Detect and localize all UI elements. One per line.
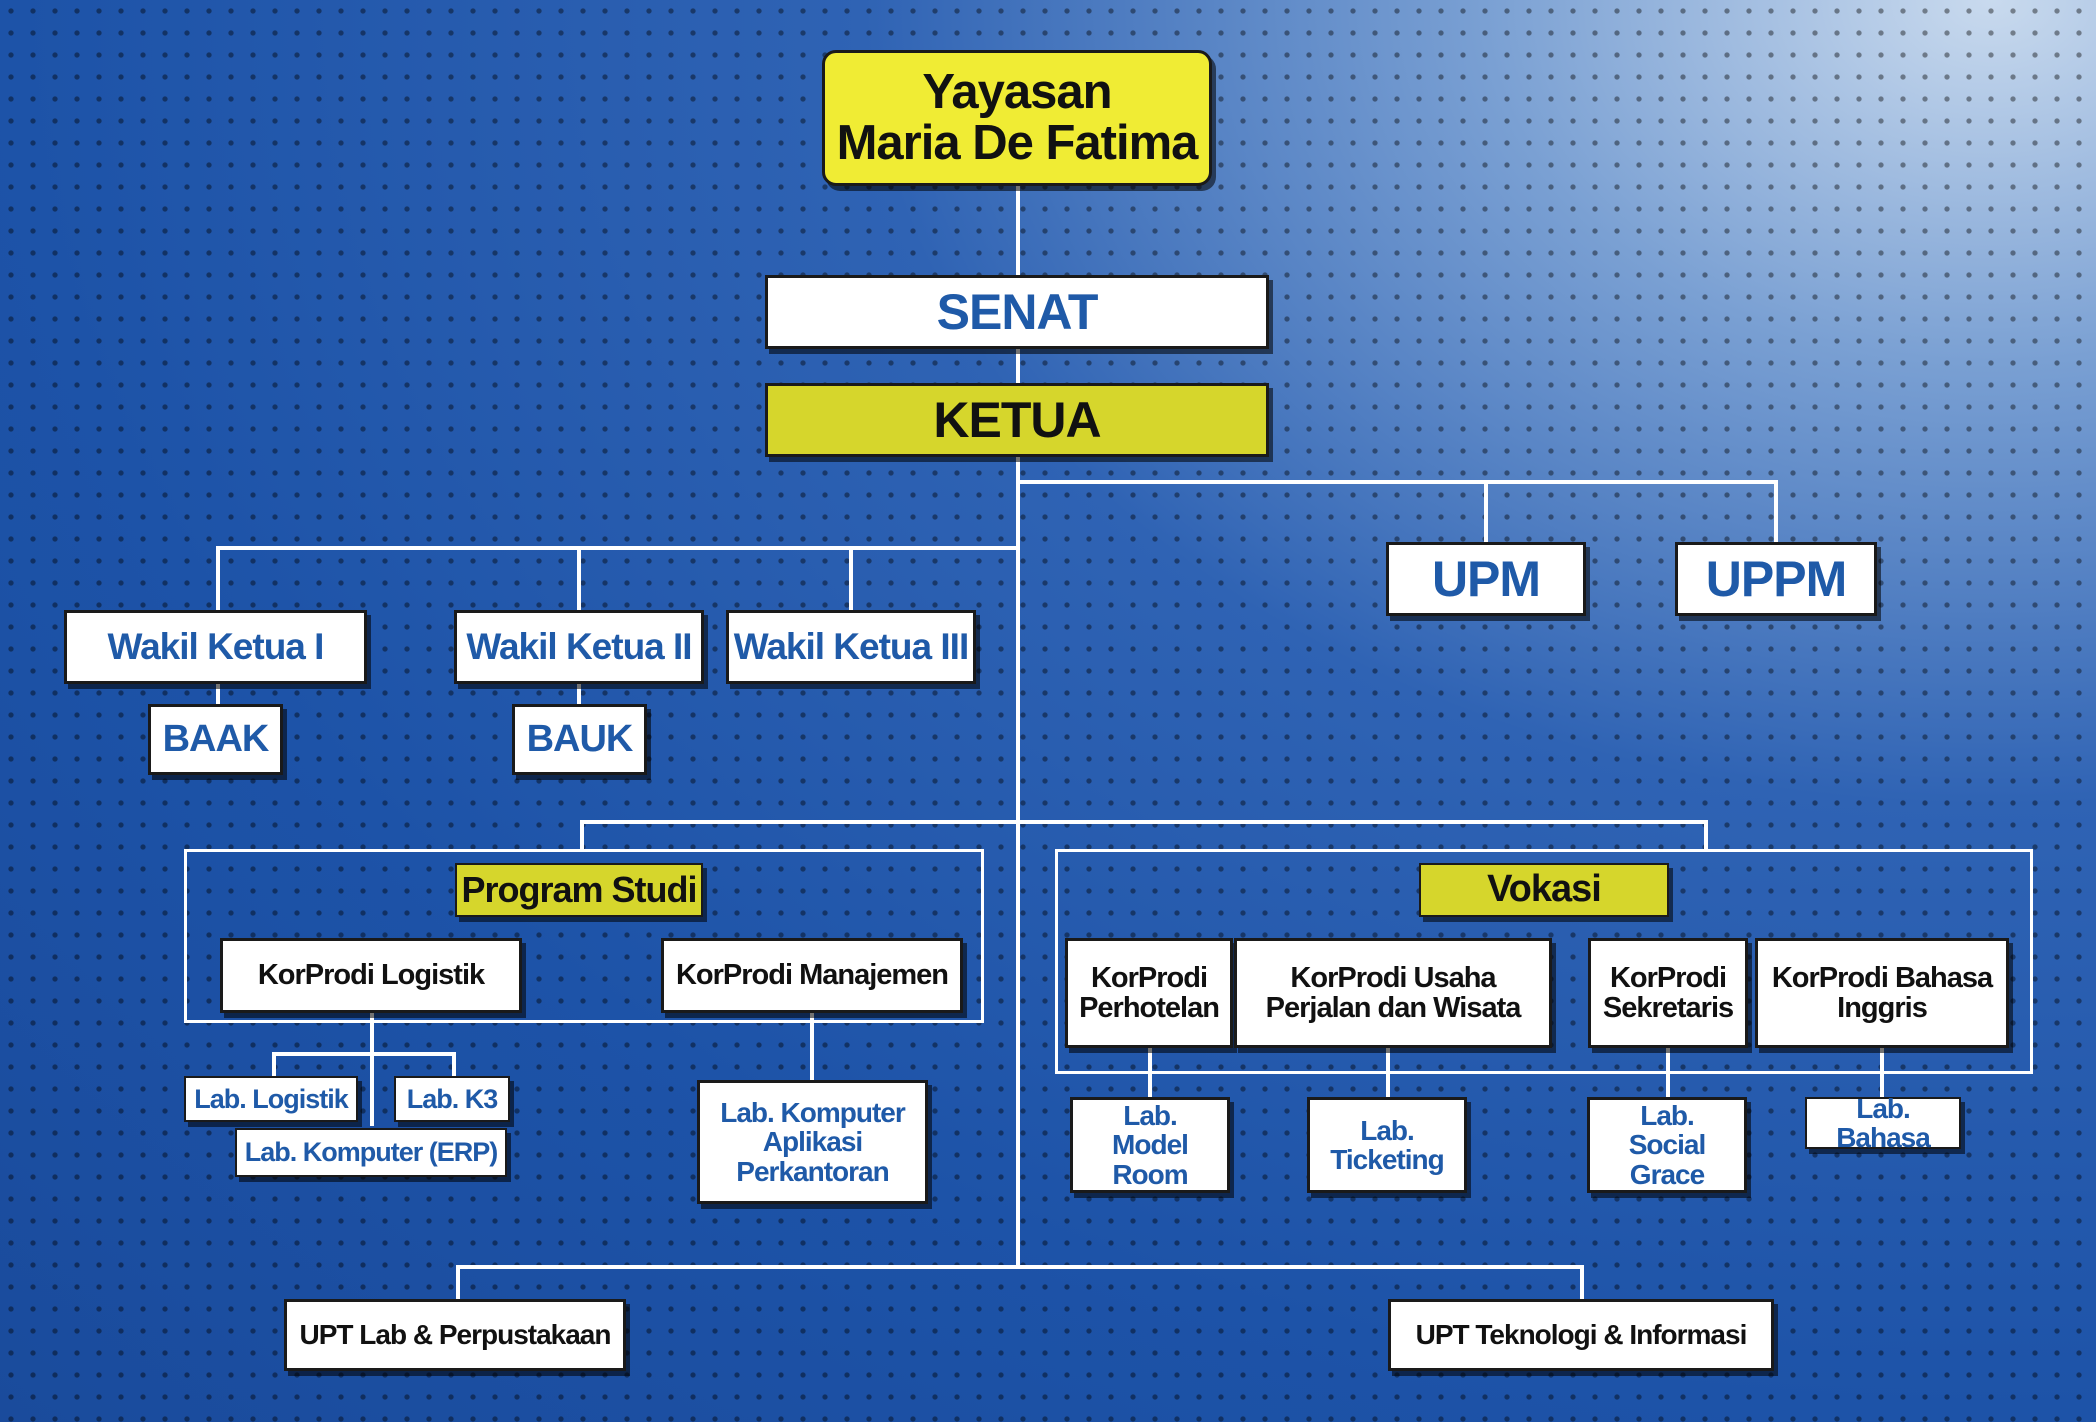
lab-ticketing-node: Lab. Ticketing xyxy=(1307,1097,1467,1193)
lab-bahasa-node: Lab. Bahasa xyxy=(1805,1093,1961,1152)
wakil-ketua-1-node: Wakil Ketua I xyxy=(64,610,367,684)
korprodi-usaha-perjalan-node: KorProdi Usaha Perjalan dan Wisata xyxy=(1234,938,1552,1048)
korprodi-bahasa-inggris-node: KorProdi Bahasa Inggris xyxy=(1755,938,2009,1048)
korprodi-sekretaris-node: KorProdi Sekretaris xyxy=(1588,938,1748,1048)
lab-social-grace-node: Lab. Social Grace xyxy=(1587,1097,1747,1193)
korprodi-manajemen-node: KorProdi Manajemen xyxy=(661,938,963,1013)
wakil-ketua-2-node: Wakil Ketua II xyxy=(454,610,704,684)
ketua-node: KETUA xyxy=(765,383,1269,457)
lab-komputer-aplikasi-perkantoran-node: Lab. Komputer Aplikasi Perkantoran xyxy=(697,1080,928,1204)
bauk-node: BAUK xyxy=(512,704,647,775)
vokasi-label: Vokasi xyxy=(1419,863,1669,917)
vokasi-frame xyxy=(1055,849,2033,1074)
upt-teknologi-informasi-node: UPT Teknologi & Informasi xyxy=(1388,1299,1774,1371)
uppm-node: UPPM xyxy=(1675,542,1877,616)
wakil-ketua-3-node: Wakil Ketua III xyxy=(726,610,976,684)
yayasan-node: Yayasan Maria De Fatima xyxy=(822,50,1212,186)
lab-k3-node: Lab. K3 xyxy=(394,1076,510,1122)
program-studi-frame xyxy=(184,849,984,1023)
yayasan-line1: Yayasan xyxy=(922,64,1112,119)
korprodi-logistik-node: KorProdi Logistik xyxy=(220,938,522,1013)
lab-komputer-erp-node: Lab. Komputer (ERP) xyxy=(235,1128,507,1177)
upt-lab-perpustakaan-node: UPT Lab & Perpustakaan xyxy=(284,1299,626,1371)
korprodi-perhotelan-node: KorProdi Perhotelan xyxy=(1065,938,1233,1048)
senat-node: SENAT xyxy=(765,275,1269,349)
lab-model-room-node: Lab. Model Room xyxy=(1070,1097,1230,1193)
lab-logistik-node: Lab. Logistik xyxy=(184,1076,358,1122)
upm-node: UPM xyxy=(1386,542,1586,616)
yayasan-line2: Maria De Fatima xyxy=(836,116,1199,170)
baak-node: BAAK xyxy=(148,704,283,775)
program-studi-label: Program Studi xyxy=(455,863,703,917)
